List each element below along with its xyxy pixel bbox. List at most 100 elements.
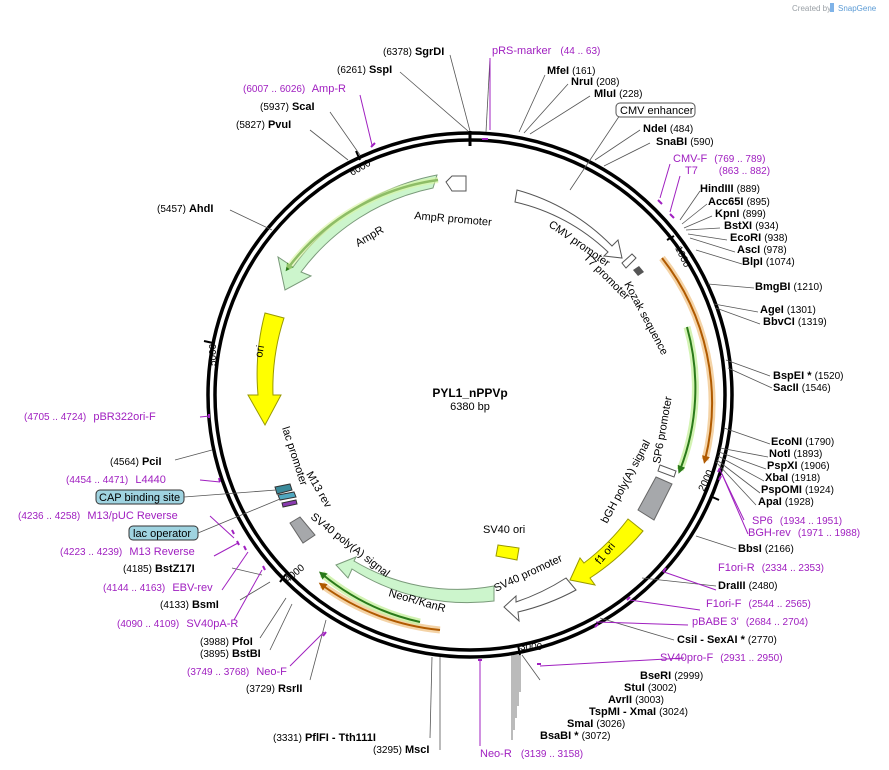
enzyme-label[interactable]: MfeI (161) (547, 65, 595, 77)
enzyme-label[interactable]: PspXI (1906) (767, 460, 830, 472)
enzyme-label[interactable]: SnaBI (590) (656, 136, 714, 148)
primer-label[interactable]: (3749 .. 3768) Neo-F (187, 666, 287, 678)
cap-binding-leader (183, 489, 277, 498)
m13-rev-feature[interactable] (281, 499, 298, 508)
ori-feature[interactable] (247, 312, 285, 427)
enzyme-label[interactable]: (6261) SspI (337, 64, 392, 76)
enzyme-label[interactable]: NdeI (484) (643, 123, 693, 135)
enzyme-label[interactable]: (3988) PfoI (200, 636, 253, 648)
cmv-enhancer-box[interactable] (615, 102, 696, 118)
enzyme-label[interactable]: (3895) BstBI (200, 648, 261, 660)
primer-label[interactable]: (4223 .. 4239) M13 Reverse (60, 546, 195, 558)
enzyme-label[interactable]: (4564) PciI (110, 456, 162, 468)
neor-green-orf[interactable] (318, 571, 421, 623)
kozak-label: Kozak sequence (621, 280, 670, 357)
snapgene-logo-icon (830, 3, 834, 12)
ampr-label: AmpR (354, 224, 387, 250)
enzyme-label[interactable]: (5457) AhdI (157, 203, 213, 215)
enzyme-label[interactable]: BmgBI (1210) (755, 281, 822, 293)
enzyme-label[interactable]: DraIII (2480) (718, 580, 777, 592)
ampr-orf-highlight (285, 177, 439, 270)
t7-promoter-feature[interactable] (621, 253, 637, 269)
enzyme-label[interactable]: (5827) PvuI (236, 119, 291, 131)
lac-operator-feature[interactable] (277, 491, 297, 501)
primer-label[interactable]: BGH-rev (1971 .. 1988) (748, 527, 860, 539)
plasmid-name: PYL1_nPPVp (432, 386, 507, 400)
enzyme-label[interactable]: BbvCI (1319) (763, 316, 827, 328)
primer-label[interactable]: (4454 .. 4471) L4440 (66, 474, 166, 486)
plasmid-size: 6380 bp (450, 401, 490, 413)
enzyme-label[interactable]: Acc65I (895) (708, 196, 770, 208)
enzyme-label[interactable]: BlpI (1074) (742, 256, 795, 268)
lac-operator-label: lac operator (133, 528, 191, 540)
primer-label[interactable]: (4144 .. 4163) EBV-rev (103, 582, 213, 594)
enzyme-label[interactable]: AscI (978) (737, 244, 787, 256)
primer-label[interactable]: F1ori-R (2334 .. 2353) (718, 562, 824, 574)
enzyme-label[interactable]: (3295) MscI (373, 744, 429, 756)
ruler-label: 3000 (520, 642, 543, 653)
enzyme-label[interactable]: EcoNI (1790) (771, 436, 834, 448)
sv40-promoter-feature[interactable] (503, 577, 577, 623)
primer-leader-lines (199, 58, 749, 746)
enzyme-label[interactable]: StuI (3002) (624, 682, 677, 694)
enzyme-label[interactable]: BstXI (934) (724, 220, 779, 232)
ampr-promoter-feature[interactable] (445, 175, 467, 192)
primer-label[interactable]: (4090 .. 4109) SV40pA-R (117, 618, 238, 630)
ori-label: ori (253, 344, 267, 358)
primer-label[interactable]: SP6 (1934 .. 1951) (752, 515, 842, 527)
sp6-promoter-label: SP6 promoter (651, 395, 675, 464)
enzyme-label[interactable]: (5937) ScaI (260, 101, 315, 113)
orange-orf[interactable] (661, 257, 713, 464)
enzyme-label[interactable]: (3729) RsrII (246, 683, 302, 695)
enzyme-label[interactable]: BsaBI * (3072) (540, 730, 611, 742)
primer-label[interactable]: pBABE 3' (2684 .. 2704) (692, 616, 808, 628)
cmv-promoter-feature[interactable] (514, 189, 623, 259)
bgh-polya-feature[interactable] (637, 476, 673, 521)
sv40-polya-feature[interactable] (289, 516, 316, 544)
enzyme-label[interactable]: BseRI (2999) (640, 670, 703, 682)
sv40-ori-feature[interactable] (495, 544, 520, 561)
enzyme-label[interactable]: EcoRI (938) (730, 232, 788, 244)
enzyme-label[interactable]: NotI (1893) (769, 448, 822, 460)
snapgene-brand: SnapGene (838, 4, 877, 13)
primer-label[interactable]: (4705 .. 4724) pBR322ori-F (24, 411, 156, 423)
cap-binding-label: CAP binding site (99, 492, 180, 504)
enzyme-label[interactable]: AgeI (1301) (760, 304, 816, 316)
primer-label[interactable]: Neo-R (3139 .. 3158) (480, 748, 583, 760)
enzyme-label[interactable]: TspMI - XmaI (3024) (589, 706, 688, 718)
primer-label[interactable]: CMV-F (769 .. 789) (673, 153, 765, 165)
enzyme-label[interactable]: BspEI * (1520) (773, 370, 843, 382)
enzyme-label[interactable]: CsiI - SexAI * (2770) (677, 634, 777, 646)
cap-binding-feature[interactable] (274, 483, 293, 495)
enzyme-label[interactable]: (4133) BsmI (160, 599, 219, 611)
enzyme-label[interactable]: (6378) SgrDI (383, 46, 444, 58)
enzyme-label[interactable]: (3331) PflFI - Tth111I (273, 732, 376, 744)
plasmid-backbone (206, 131, 734, 659)
sp6-promoter-feature[interactable] (657, 464, 677, 478)
primer-label[interactable]: (4236 .. 4258) M13/pUC Reverse (18, 510, 178, 522)
enzyme-label[interactable]: SacII (1546) (773, 382, 831, 394)
enzyme-label[interactable]: XbaI (1918) (765, 472, 820, 484)
enzyme-label[interactable]: PspOMI (1924) (761, 484, 834, 496)
f1-ori-feature[interactable] (569, 518, 644, 586)
enzyme-label[interactable]: SmaI (3026) (567, 718, 625, 730)
cmv-enhancer-label: CMV enhancer (620, 105, 694, 117)
primer-label[interactable]: pRS-marker (44 .. 63) (492, 45, 600, 57)
enzyme-label[interactable]: HindIII (889) (700, 183, 760, 195)
enzyme-label[interactable]: AvrII (3003) (608, 694, 664, 706)
primer-label[interactable]: (6007 .. 6026) Amp-R (243, 83, 346, 95)
enzyme-label[interactable]: MluI (228) (594, 88, 642, 100)
kozak-feature[interactable] (633, 266, 644, 276)
neor-feature[interactable] (335, 556, 495, 604)
enzyme-label[interactable]: KpnI (899) (715, 208, 766, 220)
neor-orange-orf[interactable] (318, 582, 441, 631)
primer-label[interactable]: T7 (863 .. 882) (685, 165, 770, 177)
primer-label[interactable]: F1ori-F (2544 .. 2565) (706, 598, 811, 610)
enzyme-label[interactable]: ApaI (1928) (758, 496, 814, 508)
enzyme-label[interactable]: BbsI (2166) (738, 543, 794, 555)
primer-label[interactable]: SV40pro-F (2931 .. 2950) (660, 652, 783, 664)
enzyme-label[interactable]: NruI (208) (571, 76, 619, 88)
enzyme-label[interactable]: (4185) BstZ17I (123, 563, 195, 575)
green-orf[interactable] (677, 326, 697, 474)
